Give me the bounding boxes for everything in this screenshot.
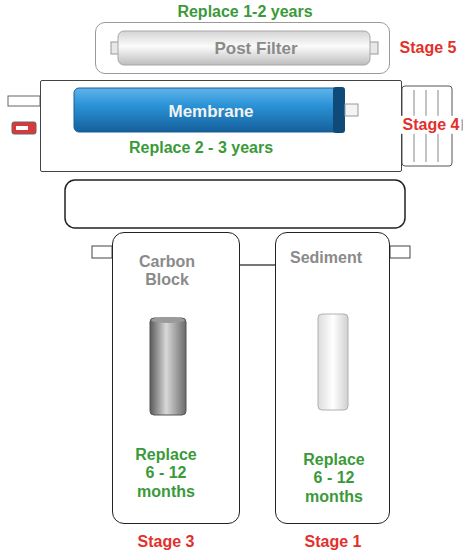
filter-canister: Carbon BlockReplace 6 - 12 months [112,232,240,524]
cartridge-top [151,317,185,323]
stage-number: Stage 3 [138,533,195,551]
replace-interval: Replace 6 - 12 months [130,446,202,501]
membrane-housing: MembraneReplace 2 - 3 years [40,80,402,172]
port-stub [92,246,112,258]
water-line [240,264,275,266]
filter-canister: SedimentReplace 6 - 12 months [275,232,390,524]
stage-number: Stage 4 [401,116,462,134]
sediment-cartridge [318,314,348,410]
inlet-fitting [8,96,40,106]
filter-head [65,180,405,228]
filter-name: Carbon Block [131,253,203,290]
membrane-tube [345,104,358,116]
filter-name: Sediment [290,249,362,267]
valve-fitting [12,122,36,134]
membrane-seal [333,87,345,133]
post-filter-housing: Post Filter [95,22,390,74]
stage-number: Stage 1 [305,533,362,551]
post-filter-cylinder [118,31,370,65]
membrane-cylinder [74,88,340,132]
replace-interval: Replace 1-2 years [177,3,312,21]
carbon-cartridge [150,318,186,415]
filter-name: Membrane [168,102,253,122]
replace-interval: Replace 2 - 3 years [129,139,273,157]
filter-name: Post Filter [214,39,297,59]
stage-number: Stage 5 [400,39,457,57]
port-stub [390,246,410,258]
replace-interval: Replace 6 - 12 months [298,451,370,506]
valve-mark [16,126,28,130]
